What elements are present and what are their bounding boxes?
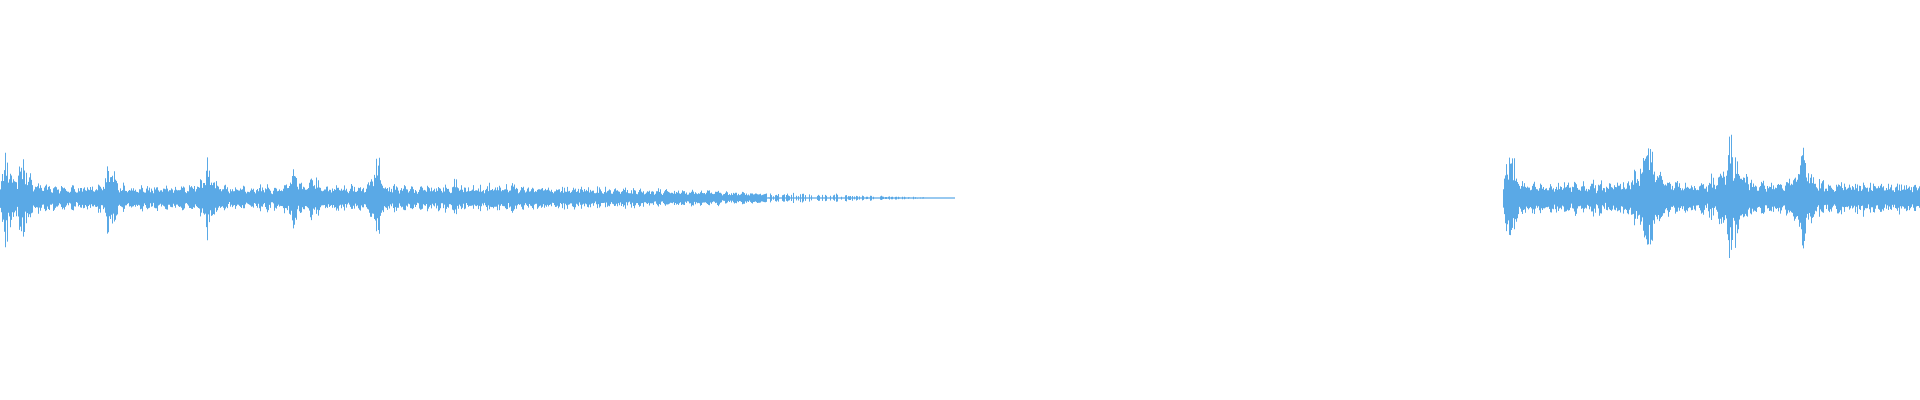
waveform-segment-1-path — [0, 152, 955, 248]
waveform-segment-2 — [1503, 134, 1920, 258]
waveform-segment-1 — [0, 152, 955, 248]
waveform-segment-2-path — [1503, 134, 1920, 258]
